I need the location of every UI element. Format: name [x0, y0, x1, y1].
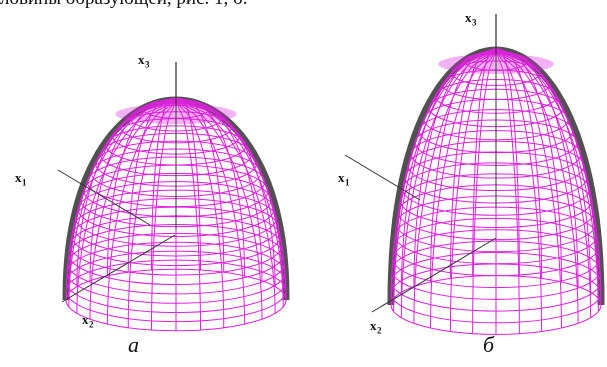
mesh-meridian: [68, 99, 177, 294]
mesh-meridian: [76, 100, 177, 314]
mesh-meridian: [393, 49, 497, 299]
mesh-meridian: [495, 47, 520, 277]
mesh-meridian: [400, 48, 497, 293]
mesh-meridian: [89, 100, 177, 320]
figure-caption-a: а: [128, 332, 139, 357]
mesh-meridian: [449, 47, 497, 279]
mesh-meridian: [413, 48, 497, 287]
mesh-meridian: [175, 101, 246, 325]
axis-x1-line: [57, 169, 151, 226]
mesh-meridian: [68, 99, 177, 307]
figure-panel-a: x3 x1 x2 а: [0, 0, 300, 367]
mesh-meridian: [175, 98, 276, 287]
figure-caption-b: б: [483, 332, 495, 357]
dome-mesh-a: [57, 62, 290, 332]
axis-label-x3: x3: [465, 10, 477, 28]
mesh-meridian: [472, 51, 497, 334]
mesh-meridian: [175, 97, 246, 276]
mesh-meridian: [495, 51, 520, 334]
axis-x1-line: [344, 154, 421, 201]
mesh-meridian: [393, 49, 497, 312]
mesh-meridian: [495, 47, 562, 283]
mesh-meridian: [430, 47, 497, 283]
mesh-meridian: [175, 100, 276, 314]
mesh-meridian: [495, 47, 543, 279]
mesh-meridian: [449, 51, 497, 332]
mesh-meridian: [472, 47, 497, 277]
mesh-meridian: [175, 97, 201, 270]
mesh-meridian: [76, 98, 177, 287]
axis-label-x1: x1: [338, 170, 350, 188]
mesh-meridian: [495, 48, 592, 293]
mesh-meridian: [175, 100, 263, 320]
axis-label-x3: x3: [138, 52, 150, 70]
mesh-meridian: [495, 51, 562, 329]
mesh-meridian: [175, 97, 225, 273]
mesh-meridian: [127, 97, 177, 273]
mesh-meridian: [495, 49, 599, 312]
axis-x2-line: [61, 234, 176, 303]
mesh-meridian: [127, 101, 177, 328]
mesh-meridian: [106, 101, 177, 325]
mesh-meridian: [495, 50, 579, 324]
mesh-meridian: [390, 49, 497, 306]
mesh-meridian: [89, 98, 177, 281]
page-text-line: ловины образующей, рис. 1, б.: [0, 0, 247, 10]
mesh-meridian: [495, 48, 579, 287]
mesh-meridian: [495, 49, 599, 299]
axis-x2-line: [371, 237, 497, 313]
mesh-meridian: [175, 101, 201, 330]
mesh-meridian: [175, 99, 284, 294]
mesh-meridian: [151, 101, 177, 330]
axis-label-x1: x1: [15, 170, 27, 188]
mesh-meridian: [175, 99, 284, 307]
mesh-meridian: [495, 51, 543, 332]
mesh-meridian: [430, 51, 497, 329]
axis-label-x2: x2: [82, 312, 94, 330]
mesh-meridian: [106, 97, 177, 276]
mesh-meridian: [413, 50, 497, 324]
mesh-meridian: [151, 97, 177, 270]
dome-mesh-b: [344, 14, 605, 335]
mesh-meridian: [495, 50, 592, 318]
mesh-meridian: [495, 49, 602, 306]
mesh-meridian: [175, 101, 225, 328]
mesh-meridian: [175, 98, 263, 281]
axis-label-x2: x2: [370, 318, 382, 336]
mesh-meridian: [400, 50, 497, 318]
figure-panel-b: x3 x1 x2 б: [300, 0, 607, 367]
